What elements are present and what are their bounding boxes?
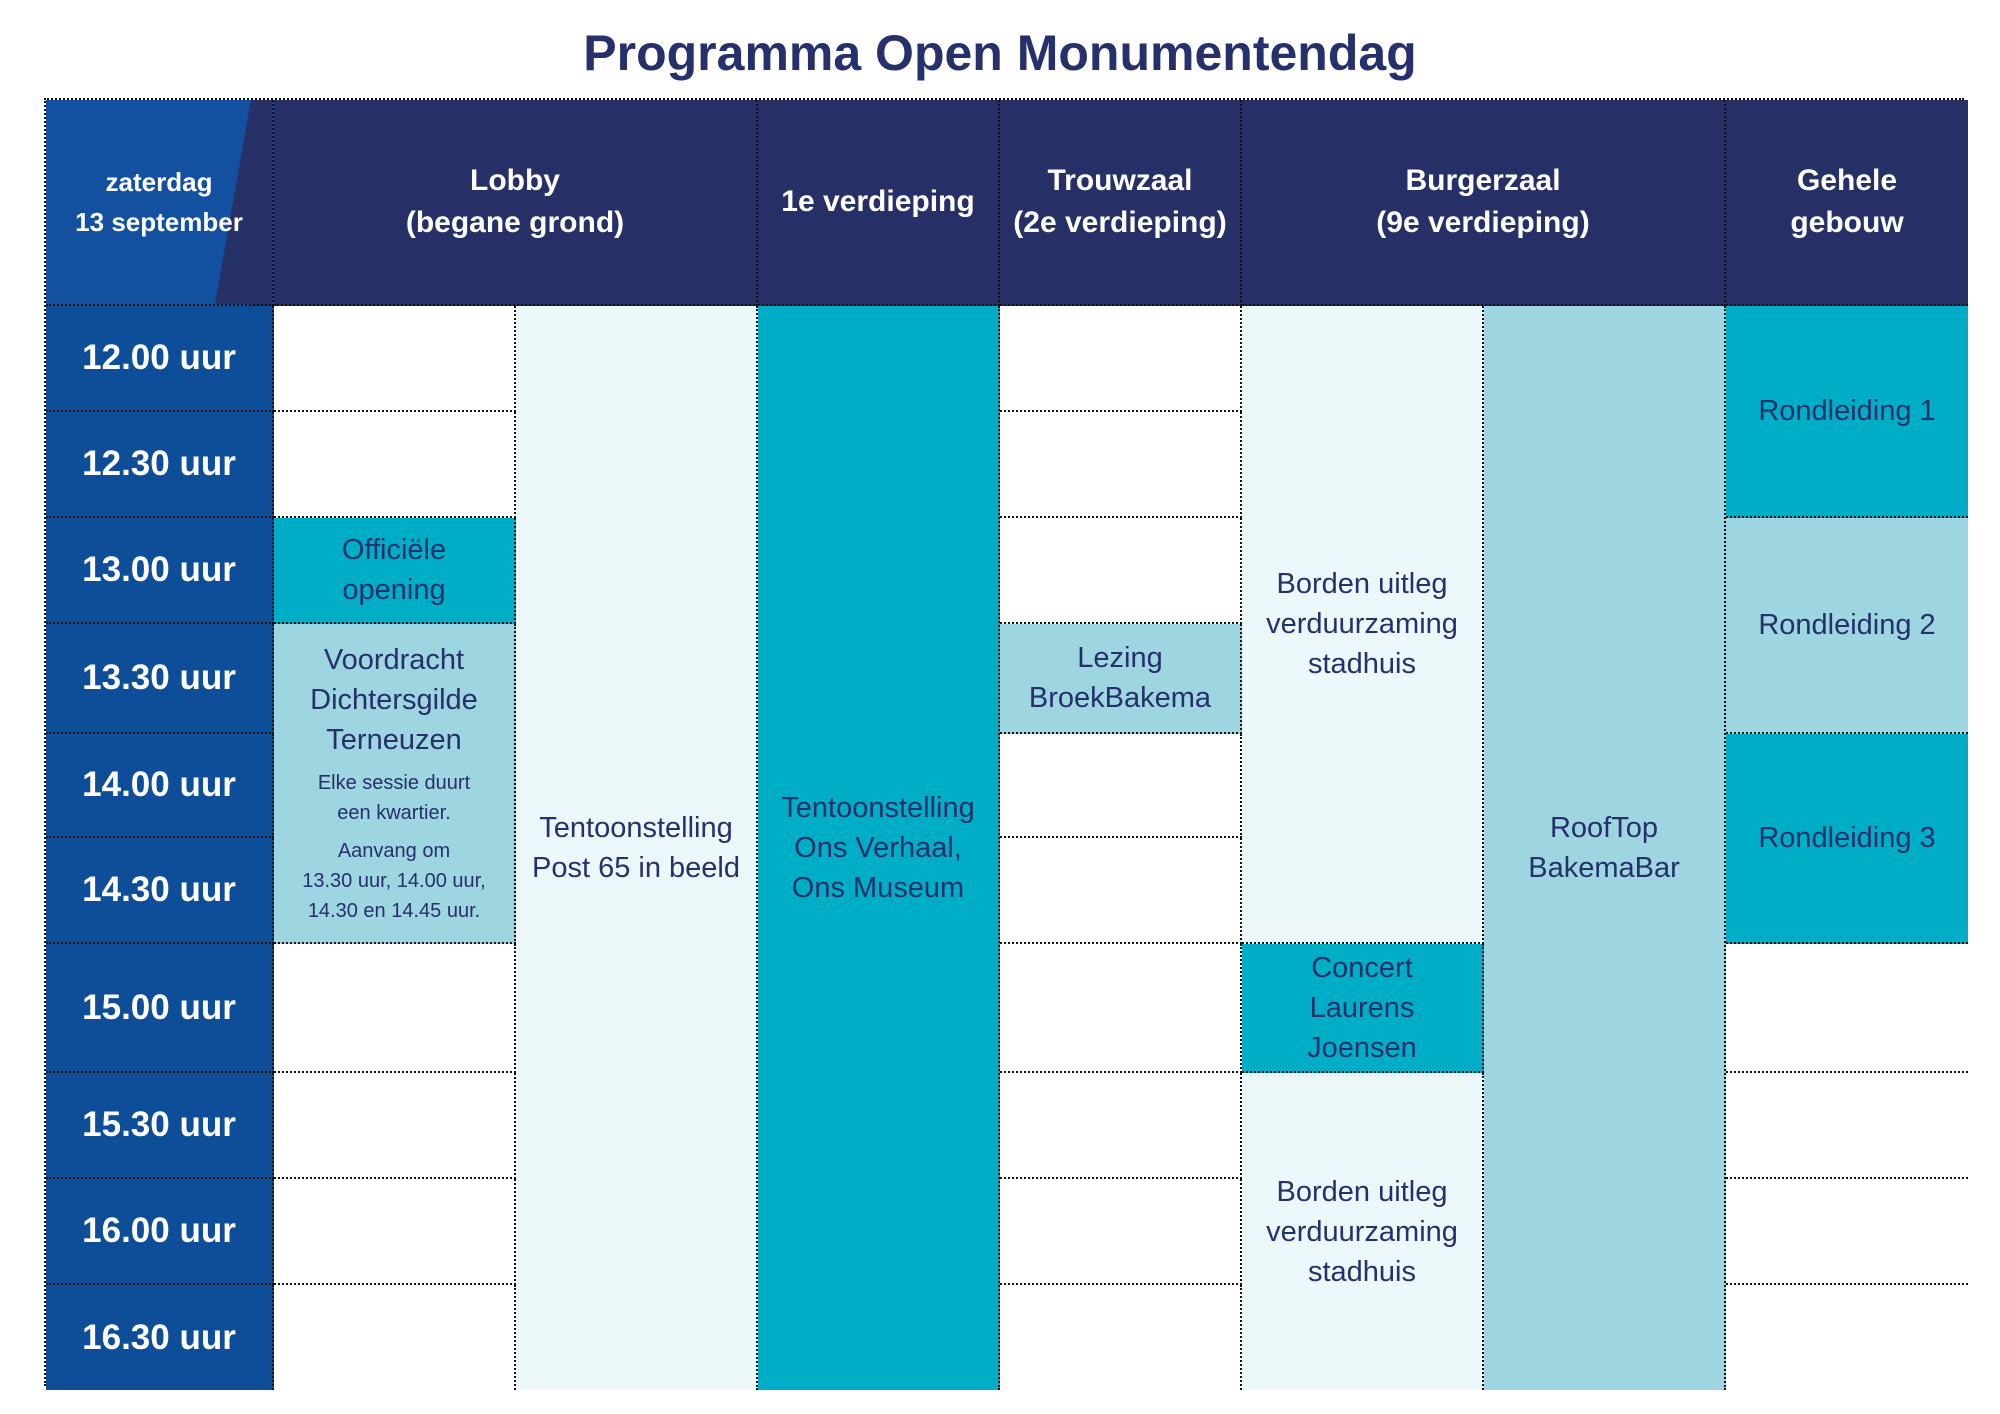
event-concert-laurens-joensen: Concert Laurens Joensen: [1242, 944, 1484, 1073]
empty-cell: [1000, 306, 1242, 412]
header-burgerzaal: Burgerzaal (9e verdieping): [1242, 100, 1726, 306]
event-tentoonstelling-post65: Tentoonstelling Post 65 in beeld: [516, 306, 758, 1390]
empty-cell: [274, 1179, 516, 1285]
day-label: zaterdag: [105, 167, 213, 197]
empty-cell: [1000, 412, 1242, 518]
time-slot: 13.00 uur: [46, 518, 274, 624]
time-slot: 14.00 uur: [46, 734, 274, 838]
empty-cell: [274, 1073, 516, 1179]
empty-cell: [1726, 944, 1968, 1073]
time-slot: 16.30 uur: [46, 1285, 274, 1390]
event-officiele-opening: Officiële opening: [274, 518, 516, 624]
time-slot: 15.00 uur: [46, 944, 274, 1073]
empty-cell: [1000, 944, 1242, 1073]
voordracht-note-duration: Elke sessie duurt een kwartier.: [317, 772, 471, 824]
time-slot: 15.30 uur: [46, 1073, 274, 1179]
date-label: 13 september: [75, 207, 243, 237]
empty-cell: [1000, 734, 1242, 838]
header-trouwzaal: Trouwzaal (2e verdieping): [1000, 100, 1242, 306]
page-title: Programma Open Monumentendag: [583, 25, 1417, 81]
schedule-table: zaterdag 13 september Lobby (begane gron…: [44, 98, 1968, 1390]
empty-cell: [1000, 518, 1242, 624]
empty-cell: [1000, 1179, 1242, 1285]
event-tentoonstelling-ons-verhaal: Tentoonstelling Ons Verhaal, Ons Museum: [758, 306, 1000, 1390]
empty-cell: [274, 412, 516, 518]
event-voordracht: Voordracht Dichtersgilde Terneuzen Elke …: [274, 624, 516, 944]
event-rooftop-bakemabar: RoofTop BakemaBar: [1484, 306, 1726, 1390]
event-rondleiding-3: Rondleiding 3: [1726, 734, 1968, 944]
header-1e-verdieping: 1e verdieping: [758, 100, 1000, 306]
time-slot: 16.00 uur: [46, 1179, 274, 1285]
header-gehele-gebouw: Gehele gebouw: [1726, 100, 1968, 306]
empty-cell: [1726, 1285, 1968, 1390]
event-borden-uitleg-2: Borden uitleg verduurzaming stadhuis: [1242, 1073, 1484, 1390]
empty-cell: [1726, 1179, 1968, 1285]
empty-cell: [1726, 1073, 1968, 1179]
time-slot: 12.00 uur: [46, 306, 274, 412]
event-borden-uitleg-1: Borden uitleg verduurzaming stadhuis: [1242, 306, 1484, 944]
empty-cell: [1000, 1073, 1242, 1179]
empty-cell: [274, 944, 516, 1073]
day-header: zaterdag 13 september: [46, 100, 274, 306]
empty-cell: [274, 1285, 516, 1390]
empty-cell: [274, 306, 516, 412]
empty-cell: [1000, 1285, 1242, 1390]
event-rondleiding-1: Rondleiding 1: [1726, 306, 1968, 518]
time-slot: 14.30 uur: [46, 838, 274, 944]
voordracht-note-start-times: Aanvang om 13.30 uur, 14.00 uur, 14.30 e…: [302, 840, 486, 922]
header-lobby: Lobby (begane grond): [274, 100, 758, 306]
event-lezing-broekbakema: Lezing BroekBakema: [1000, 624, 1242, 734]
time-slot: 12.30 uur: [46, 412, 274, 518]
time-slot: 13.30 uur: [46, 624, 274, 734]
event-rondleiding-2: Rondleiding 2: [1726, 518, 1968, 734]
empty-cell: [1000, 838, 1242, 944]
